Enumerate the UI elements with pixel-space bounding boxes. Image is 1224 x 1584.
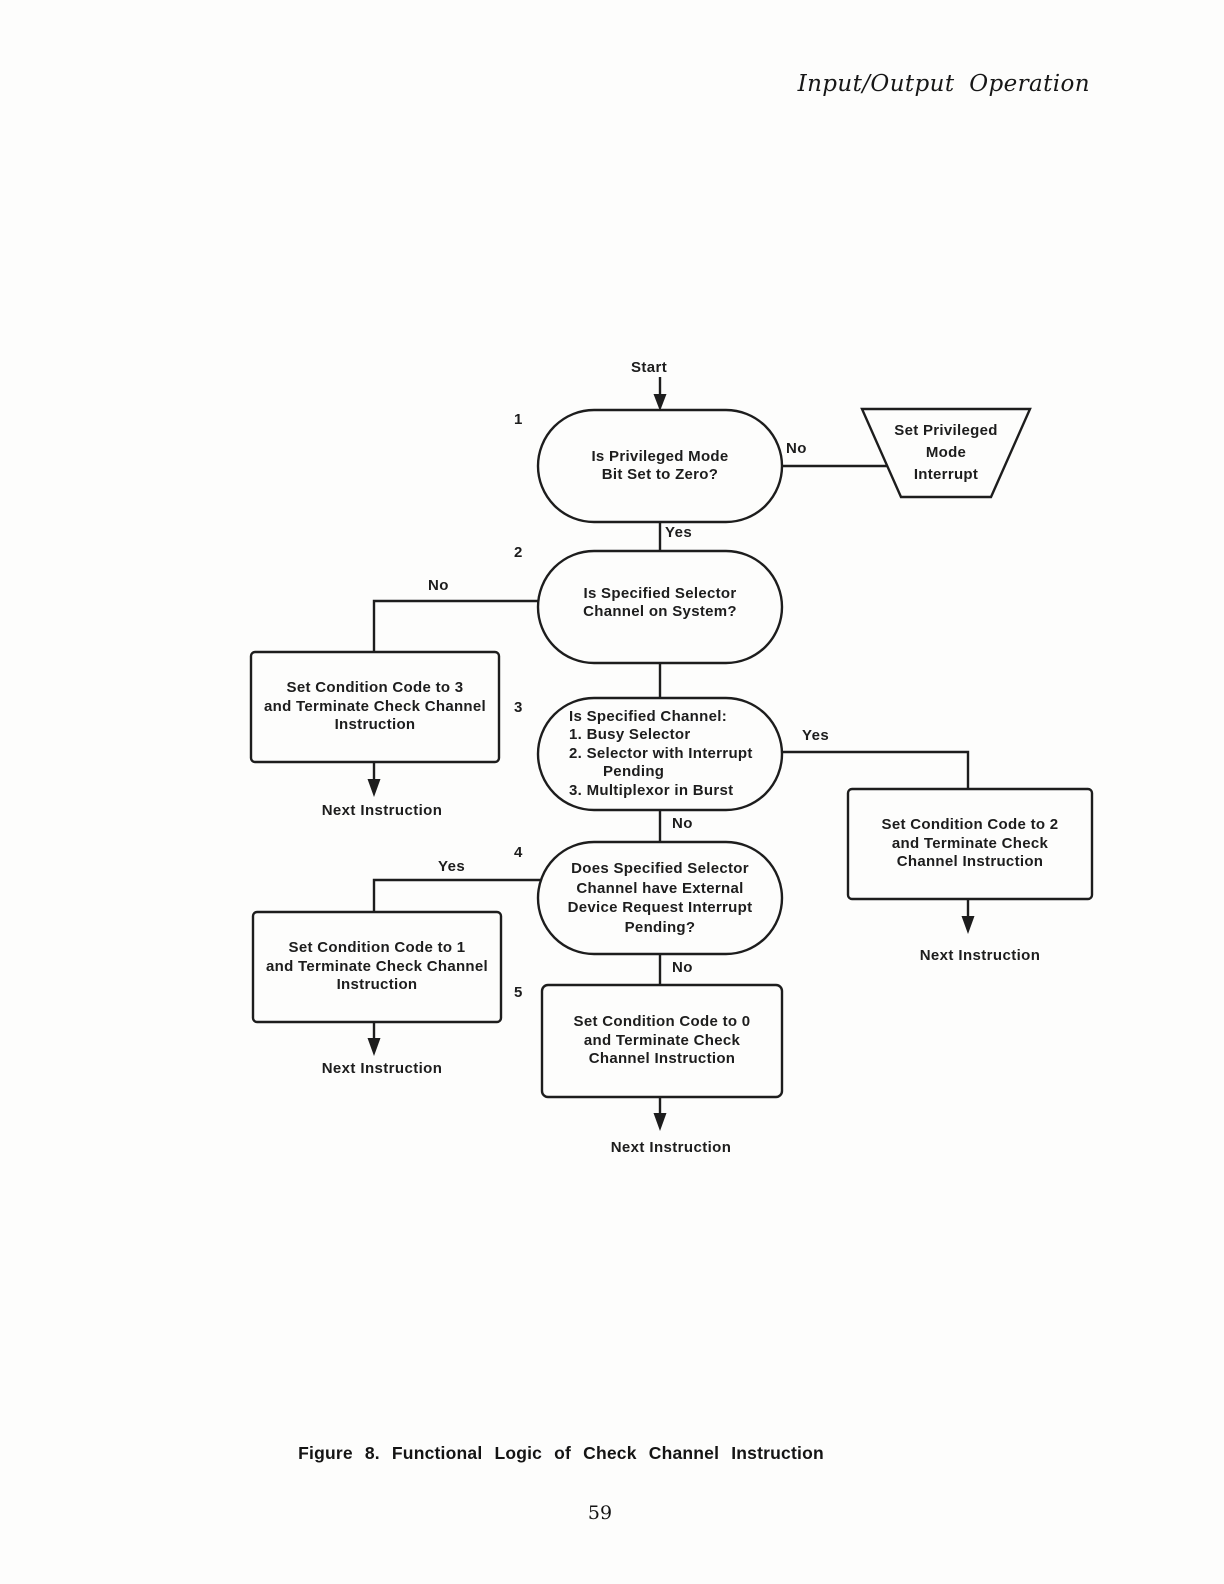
page-header: Input/Output Operation: [797, 71, 1090, 97]
branch-label-no-1: No: [786, 440, 807, 457]
node-5-text: Set Condition Code to 0 and Terminate Ch…: [573, 1013, 751, 1068]
branch-label-yes-3: Yes: [802, 727, 830, 744]
step-number-3: 3: [514, 699, 523, 716]
step-number-2: 2: [514, 544, 523, 561]
arrowhead-cc3: [367, 779, 381, 797]
figure-caption: Figure 8. Functional Logic of Check Chan…: [298, 1443, 824, 1463]
branch-label-yes-1: Yes: [665, 524, 693, 541]
step-number-5: 5: [514, 984, 523, 1001]
page-number: 59: [587, 1502, 613, 1524]
box-cc3-text: Set Condition Code to 3 and Terminate Ch…: [263, 679, 487, 734]
next-instruction-label-cc2: Next Instruction: [919, 947, 1041, 964]
step-number-4: 4: [514, 844, 523, 861]
connector-n2-no: [372, 599, 539, 652]
node-3-text: Is Specified Channel: 1. Busy Selector 2…: [569, 707, 753, 799]
branch-label-no-4: No: [672, 959, 693, 976]
arrowhead-n5: [653, 1113, 667, 1131]
branch-label-no-2: No: [428, 577, 449, 594]
next-instruction-label-n5: Next Instruction: [610, 1139, 732, 1156]
arrowhead-cc1: [367, 1038, 381, 1056]
next-instruction-label-cc1: Next Instruction: [321, 1060, 443, 1077]
branch-label-yes-4: Yes: [438, 858, 466, 875]
box-cc1-text: Set Condition Code to 1 and Terminate Ch…: [265, 939, 489, 994]
trapezoid-text: Set Privileged Mode Interrupt: [894, 422, 998, 483]
step-number-1: 1: [514, 411, 523, 428]
arrowhead-cc2: [961, 916, 975, 934]
branch-label-no-3: No: [672, 815, 693, 832]
box-cc2-text: Set Condition Code to 2 and Terminate Ch…: [881, 816, 1059, 871]
node-1-text: Is Privileged Mode Bit Set to Zero?: [591, 447, 729, 484]
connector-n3-yes: [782, 750, 970, 789]
node-2-text: Is Specified Selector Channel on System?: [583, 584, 737, 621]
box-cc1-outline: [251, 910, 503, 1024]
arrowhead-start: [653, 394, 667, 411]
node-4-text: Does Specified Selector Channel have Ext…: [567, 860, 753, 936]
box-cc2-outline: [846, 787, 1094, 901]
connector-n4-yes: [372, 878, 541, 912]
next-instruction-label-cc3: Next Instruction: [321, 802, 443, 819]
start-label: Start: [631, 359, 668, 376]
node-5-outline: [540, 983, 784, 1099]
trapezoid-outline: [860, 407, 1032, 499]
